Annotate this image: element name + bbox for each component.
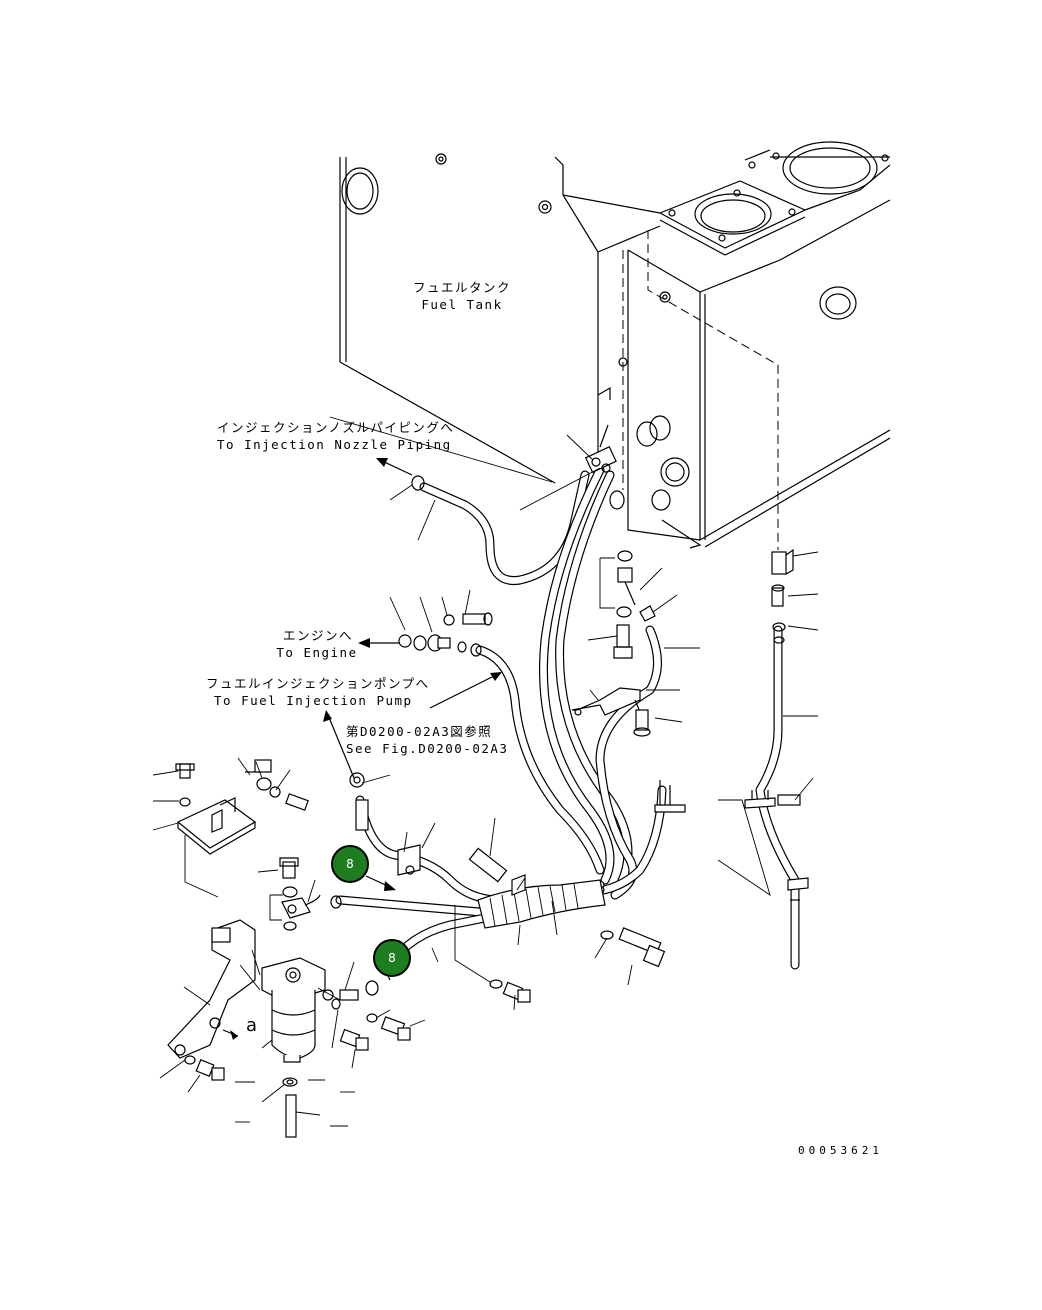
leader-lines [152,416,819,1127]
fuel-pump-label-jp: フュエルインジェクションポンプへ [206,676,430,691]
engine-label-jp: エンジンへ [282,628,353,643]
see-fig-label-jp: 第D0200-02A3図参照 [346,724,493,739]
fuel-pump-label-en: To Fuel Injection Pump [214,693,413,708]
detail-a-label: a [246,1015,259,1036]
fuel-hoses [335,465,800,970]
fuel-filter-assembly [167,759,411,1138]
see-fig-label-en: See Fig.D0200-02A3 [346,741,509,756]
fuel-tank-label-jp: フュエルタンク [412,280,511,295]
engine-label-en: To Engine [276,645,358,660]
fuel-tank [339,141,891,550]
callout-8-upper[interactable]: 8 [331,845,369,883]
fittings [349,424,809,1003]
fuel-tank-label-en: Fuel Tank [421,297,503,312]
injection-nozzle-label-en: To Injection Nozzle Piping [217,437,452,452]
callout-8-lower[interactable]: 8 [373,939,411,977]
drawing-number: 00053621 [798,1144,883,1157]
injection-nozzle-label-jp: インジェクションノズルパイピングへ [217,420,455,435]
